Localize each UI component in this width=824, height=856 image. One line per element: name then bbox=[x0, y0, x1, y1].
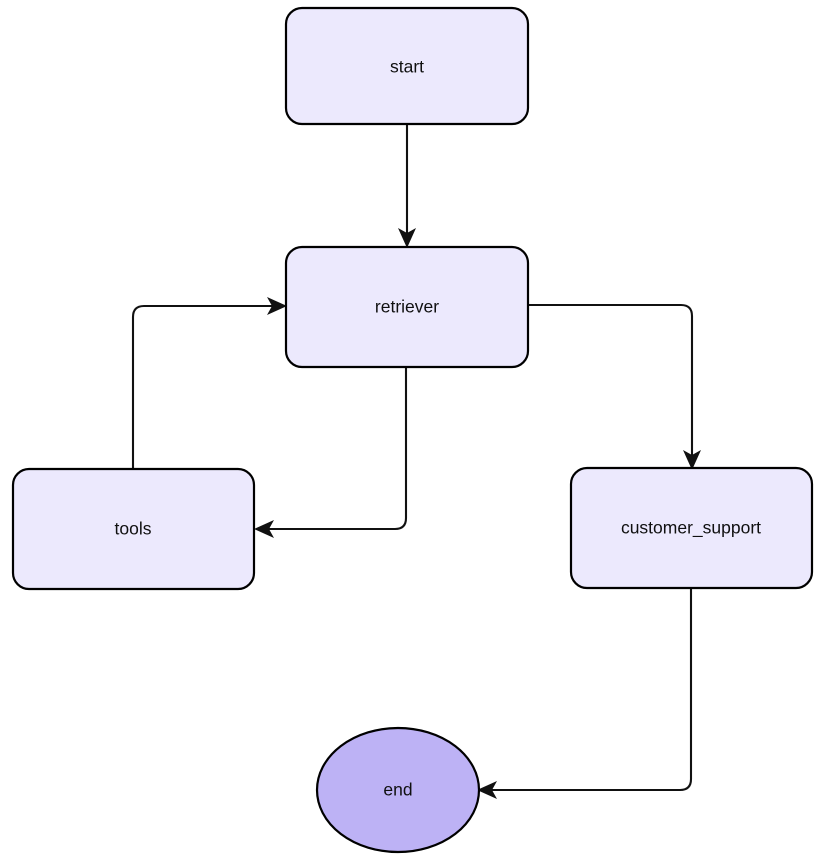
edge-retriever-to-tools[interactable] bbox=[254, 367, 408, 538]
edge-tools-to-retriever[interactable] bbox=[131, 297, 287, 469]
edge-customer-support-to-end[interactable] bbox=[477, 588, 693, 799]
node-end-shape[interactable] bbox=[315, 726, 481, 854]
edge-customer-support-to-end-line bbox=[492, 588, 693, 792]
arrowhead-left-retriever-tools bbox=[254, 520, 274, 538]
arrowhead-down-retriever-customer-support bbox=[683, 450, 701, 470]
edge-retriever-to-customer-support-hit[interactable] bbox=[528, 305, 692, 461]
edge-retriever-to-tools-hit[interactable] bbox=[269, 367, 406, 529]
node-end[interactable]: end bbox=[315, 726, 481, 854]
node-start[interactable]: start bbox=[284, 6, 530, 126]
edges-layer bbox=[131, 124, 701, 799]
edge-retriever-to-customer-support-line bbox=[528, 303, 694, 461]
node-customer-support[interactable]: customer_support bbox=[569, 466, 814, 590]
arrowhead-right-tools-retriever bbox=[267, 297, 287, 315]
node-tools-shape[interactable] bbox=[11, 467, 256, 591]
edge-retriever-to-tools-line bbox=[269, 367, 408, 531]
arrowhead-left-customer-support-end bbox=[477, 781, 497, 799]
edge-retriever-to-customer-support[interactable] bbox=[528, 303, 701, 470]
node-tools[interactable]: tools bbox=[11, 467, 256, 591]
node-retriever[interactable]: retriever bbox=[284, 245, 530, 369]
node-start-shape[interactable] bbox=[284, 6, 530, 126]
edge-start-to-retriever[interactable] bbox=[398, 124, 416, 248]
node-customer-support-shape[interactable] bbox=[569, 466, 814, 590]
edge-tools-to-retriever-hit[interactable] bbox=[133, 306, 272, 469]
edge-tools-to-retriever-line bbox=[131, 304, 272, 469]
edge-customer-support-to-end-hit[interactable] bbox=[492, 588, 691, 790]
arrowhead-down-start-retriever bbox=[398, 228, 416, 248]
node-retriever-shape[interactable] bbox=[284, 245, 530, 369]
